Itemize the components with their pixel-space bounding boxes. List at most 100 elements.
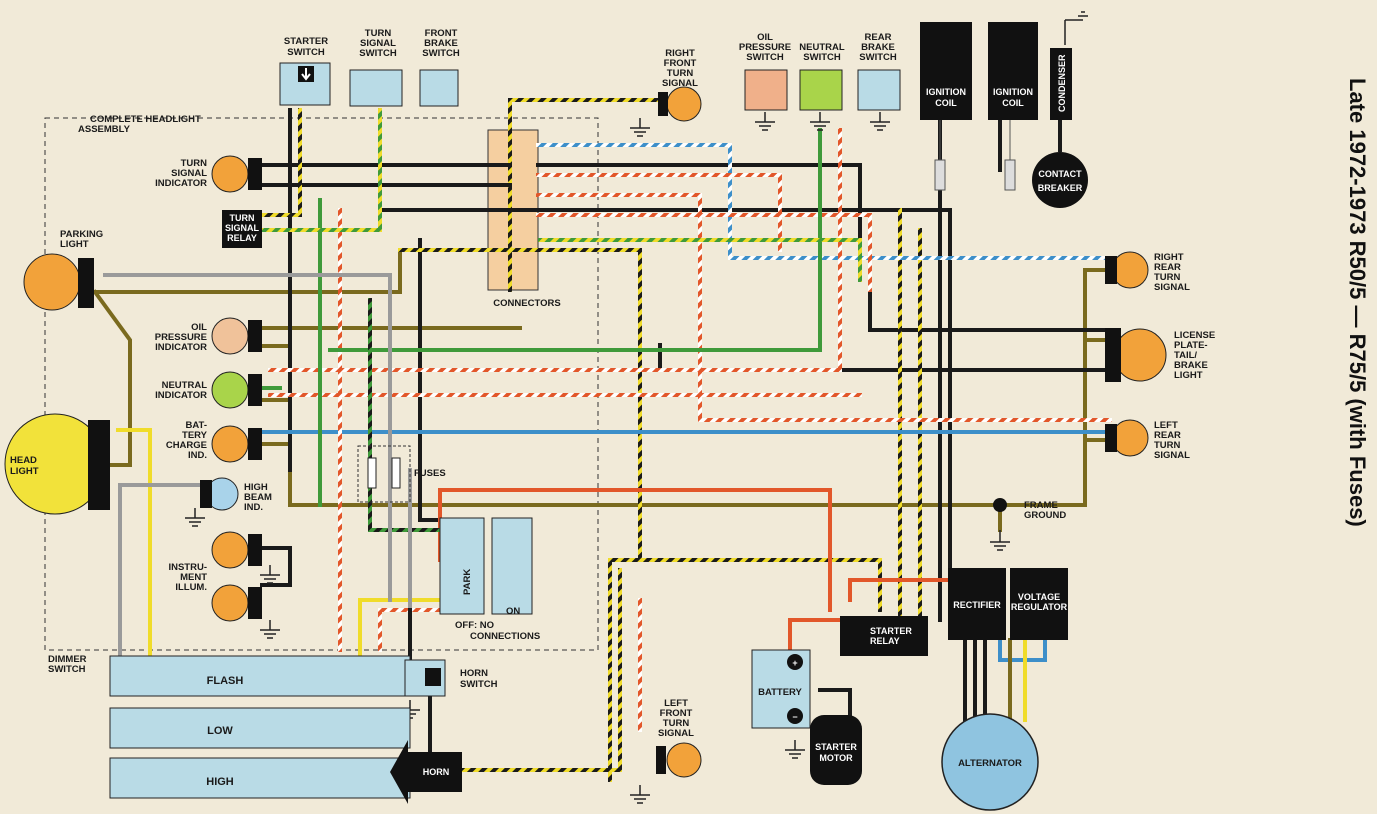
label-oil-pressure-indicator-1: OIL [191, 322, 207, 333]
label-turn-signal-relay-1: TURN [230, 213, 255, 223]
label-front-brake-switch-2: BRAKE [424, 38, 458, 49]
rear-brake-switch [857, 69, 901, 111]
label-battery-plus: + [792, 658, 797, 668]
label-battery-charge-4: IND. [188, 450, 207, 461]
label-turn-signal-indicator-3: INDICATOR [155, 178, 207, 189]
label-neutral-switch-1: NEUTRAL [799, 42, 845, 53]
label-left-rear-turn-4: SIGNAL [1154, 450, 1190, 461]
label-rear-brake-switch-3: SWITCH [859, 52, 897, 63]
label-parking-light-2: LIGHT [60, 239, 89, 250]
label-high-beam-1: HIGH [244, 482, 268, 493]
label-oil-pressure-switch-2: PRESSURE [739, 42, 791, 53]
label-battery-charge-3: CHARGE [166, 440, 207, 451]
turn-signal-relay [222, 210, 262, 248]
label-left-rear-turn-3: TURN [1154, 440, 1181, 451]
label-ignition-coil-1b: COIL [935, 98, 957, 108]
label-dimmer-switch-1: DIMMER [48, 654, 87, 665]
label-oil-pressure-indicator-3: INDICATOR [155, 342, 207, 353]
label-high-beam-3: IND. [244, 502, 263, 513]
label-neutral-indicator-2: INDICATOR [155, 390, 207, 401]
dimmer-switch-low [109, 707, 411, 749]
label-park: PARK [462, 569, 473, 595]
label-parking-light-1: PARKING [60, 229, 103, 240]
label-alternator: ALTERNATOR [958, 758, 1022, 769]
voltage-regulator [1010, 568, 1068, 640]
ground-symbols [185, 11, 1088, 804]
label-battery-charge-1: BAT- [186, 420, 207, 431]
label-turn-signal-relay-3: RELAY [227, 233, 257, 243]
label-oil-pressure-switch-3: SWITCH [746, 52, 784, 63]
label-high: HIGH [206, 776, 234, 788]
label-front-brake-switch-1: FRONT [425, 28, 458, 39]
label-turn-signal-relay-2: SIGNAL [225, 223, 260, 233]
turn-signal-indicator-lamp [211, 155, 262, 193]
label-turn-signal-switch-3: SWITCH [359, 48, 397, 59]
label-connectors: CONNECTORS [493, 298, 560, 309]
front-brake-switch [419, 69, 459, 107]
left-rear-turn-signal-lamp [1105, 419, 1149, 457]
label-horn: HORN [423, 767, 450, 777]
label-flash: FLASH [207, 675, 244, 687]
label-license-plate-1: LICENSE [1174, 330, 1215, 341]
right-rear-turn-signal-lamp [1105, 251, 1149, 289]
contact-breaker [1032, 152, 1088, 208]
label-contact-breaker-1: CONTACT [1038, 169, 1082, 179]
label-battery: BATTERY [758, 687, 802, 698]
turn-signal-switch [349, 69, 403, 107]
ignition-coil-1 [920, 22, 972, 191]
label-battery-minus: − [792, 712, 797, 722]
label-battery-charge-2: TERY [182, 430, 208, 441]
label-front-brake-switch-3: SWITCH [422, 48, 460, 59]
label-ignition-coil-1a: IGNITION [926, 87, 966, 97]
oil-pressure-switch [744, 69, 788, 111]
label-instrument-illum-2: MENT [180, 572, 207, 583]
label-ignition-coil-2a: IGNITION [993, 87, 1033, 97]
label-right-front-turn-signal-2: FRONT [664, 58, 697, 69]
label-neutral-switch-2: SWITCH [803, 52, 841, 63]
label-condenser: CONDENSER [1057, 54, 1067, 112]
label-right-rear-turn-3: TURN [1154, 272, 1181, 283]
label-headlight-assembly-2: ASSEMBLY [78, 124, 131, 135]
label-ignition-coil-2b: COIL [1002, 98, 1024, 108]
label-horn-switch-2: SWITCH [460, 679, 498, 690]
light-switch-on [491, 517, 533, 615]
label-right-front-turn-signal-4: SIGNAL [662, 78, 698, 89]
label-right-front-turn-signal-3: TURN [667, 68, 694, 79]
label-on: ON [506, 606, 520, 617]
label-oil-pressure-indicator-2: PRESSURE [155, 332, 207, 343]
fuse-block [357, 445, 411, 503]
label-starter-motor-2: MOTOR [819, 753, 853, 763]
neutral-switch [799, 69, 843, 111]
rectifier [948, 568, 1006, 640]
label-horn-switch-1: HORN [460, 668, 488, 679]
label-oil-pressure-switch-1: OIL [757, 32, 773, 43]
starter-switch [279, 62, 331, 106]
label-high-beam-2: BEAM [244, 492, 272, 503]
horn-switch [404, 659, 446, 697]
label-starter-switch-1: STARTER [284, 36, 328, 47]
label-starter-motor-1: STARTER [815, 742, 857, 752]
label-dimmer-switch-2: SWITCH [48, 664, 86, 675]
label-turn-signal-switch-1: TURN [365, 28, 392, 39]
label-instrument-illum-1: INSTRU- [168, 562, 207, 573]
label-headlight-assembly-1: COMPLETE HEADLIGHT [90, 114, 201, 125]
label-starter-relay-1: STARTER [870, 626, 912, 636]
label-rear-brake-switch-1: REAR [865, 32, 892, 43]
horn [390, 740, 462, 804]
label-head-light-2: LIGHT [10, 466, 39, 477]
label-license-plate-2: PLATE- [1174, 340, 1208, 351]
label-right-rear-turn-1: RIGHT [1154, 252, 1184, 263]
label-turn-signal-switch-2: SIGNAL [360, 38, 396, 49]
label-right-rear-turn-2: REAR [1154, 262, 1181, 273]
label-left-front-turn-4: SIGNAL [658, 728, 694, 739]
label-rectifier: RECTIFIER [953, 600, 1001, 610]
label-instrument-illum-3: ILLUM. [175, 582, 207, 593]
high-beam-indicator-lamp [200, 477, 239, 511]
right-front-turn-signal-lamp [658, 86, 702, 122]
label-voltage-regulator-2: REGULATOR [1011, 602, 1068, 612]
battery-charge-indicator-lamp [211, 425, 262, 463]
label-neutral-indicator-1: NEUTRAL [162, 380, 208, 391]
starter-relay [840, 616, 928, 656]
label-license-plate-5: LIGHT [1174, 370, 1203, 381]
